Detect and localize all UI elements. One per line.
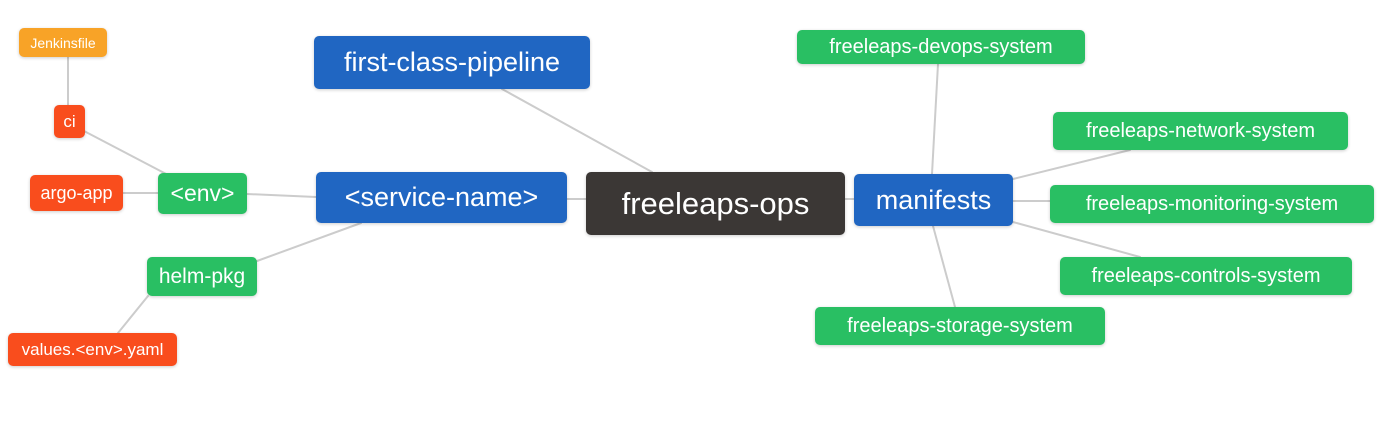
edge-manifests-storage-system <box>932 225 956 308</box>
edge-service-name-env <box>246 193 317 198</box>
node-service-name[interactable]: <service-name> <box>316 172 567 223</box>
edge-helm-pkg-values-env-yaml <box>117 295 149 334</box>
edge-manifests-devops-system <box>931 63 939 175</box>
node-jenkinsfile[interactable]: Jenkinsfile <box>19 28 107 57</box>
node-values-env-yaml[interactable]: values.<env>.yaml <box>8 333 177 366</box>
node-freeleaps-monitoring-system[interactable]: freeleaps-monitoring-system <box>1050 185 1374 223</box>
node-freeleaps-ops[interactable]: freeleaps-ops <box>586 172 845 235</box>
node-freeleaps-storage-system[interactable]: freeleaps-storage-system <box>815 307 1105 345</box>
edge-service-name-helm-pkg <box>256 222 362 262</box>
node-first-class-pipeline[interactable]: first-class-pipeline <box>314 36 590 89</box>
edge-manifests-controls-system <box>1012 221 1141 258</box>
node-manifests[interactable]: manifests <box>854 174 1013 226</box>
node-argo-app[interactable]: argo-app <box>30 175 123 211</box>
node-freeleaps-controls-system[interactable]: freeleaps-controls-system <box>1060 257 1352 295</box>
edge-manifests-network-system <box>1012 149 1131 180</box>
node-freeleaps-network-system[interactable]: freeleaps-network-system <box>1053 112 1348 150</box>
node-ci[interactable]: ci <box>54 105 85 138</box>
node-env[interactable]: <env> <box>158 173 247 214</box>
node-freeleaps-devops-system[interactable]: freeleaps-devops-system <box>797 30 1085 64</box>
edge-env-ci <box>83 130 171 177</box>
edge-ops-first-class-pipeline <box>501 88 653 173</box>
node-helm-pkg[interactable]: helm-pkg <box>147 257 257 296</box>
